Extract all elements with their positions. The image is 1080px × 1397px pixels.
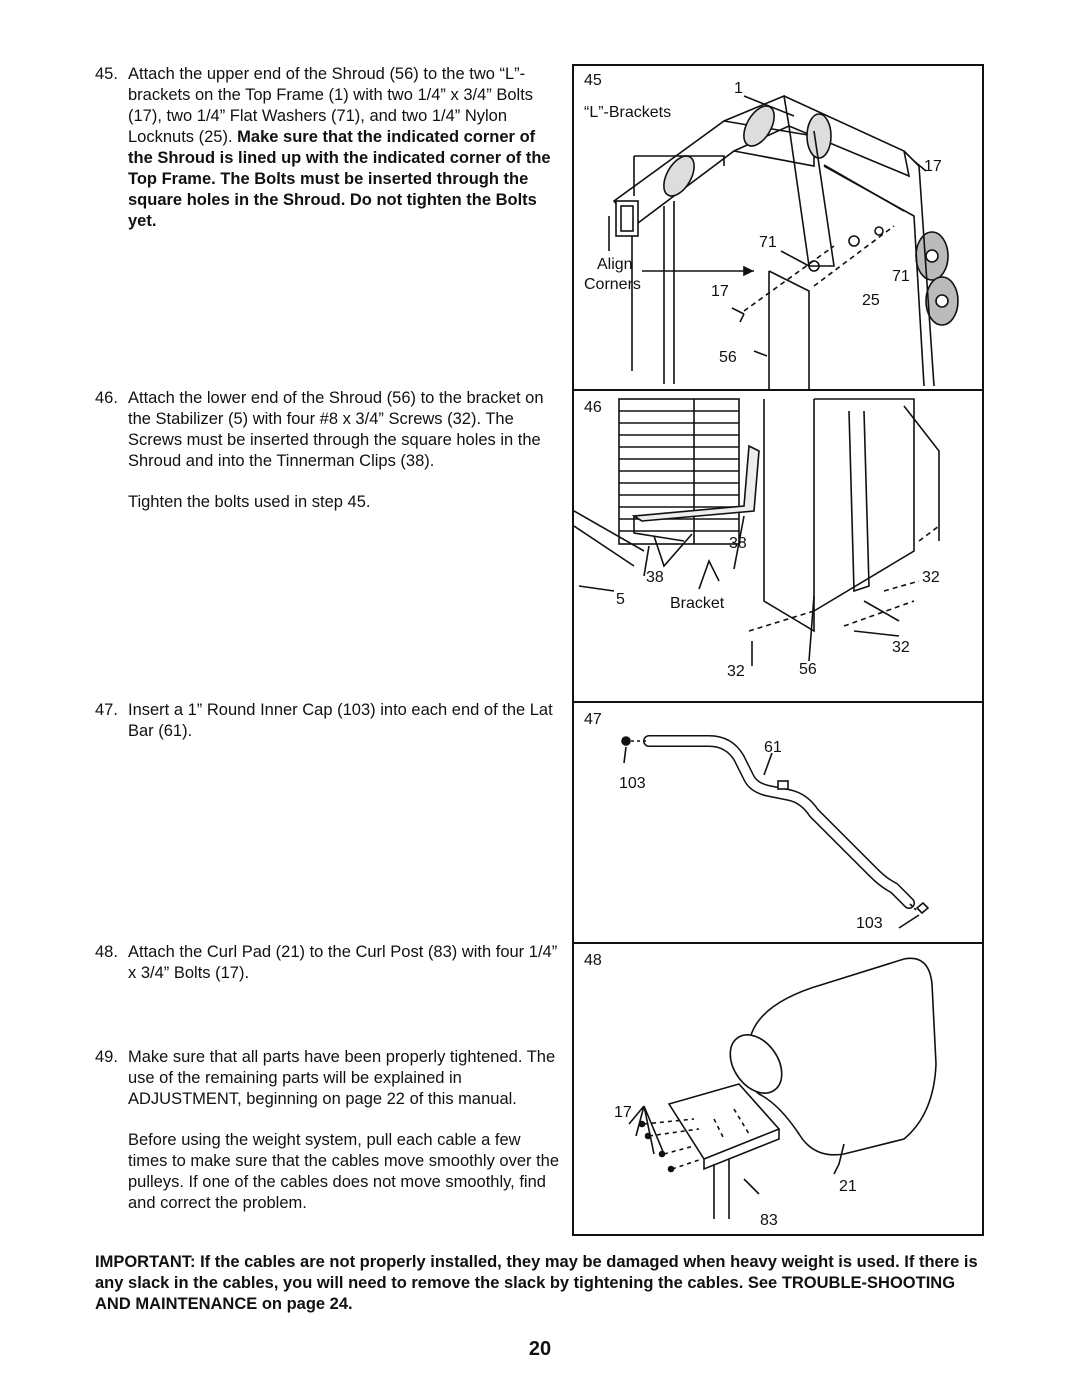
step-text: Attach the upper end of the Shroud (56) … bbox=[128, 64, 560, 232]
step-number: 46. bbox=[95, 389, 118, 407]
page-number: 20 bbox=[528, 1338, 552, 1360]
step-text: Attach the Curl Pad (21) to the Curl Pos… bbox=[128, 943, 558, 982]
figure-number: 48 bbox=[584, 952, 602, 969]
callout-label: 103 bbox=[856, 915, 883, 932]
figure-48: 48 17 21 83 bbox=[574, 944, 982, 1234]
callout-label: 1 bbox=[734, 80, 743, 97]
step-text: Attach the lower end of the Shroud (56) … bbox=[128, 389, 544, 470]
callout-label: 56 bbox=[719, 349, 737, 366]
step-number: 45. bbox=[95, 65, 118, 83]
callout-label: Bracket bbox=[670, 595, 725, 612]
callout-label: Corners bbox=[584, 276, 641, 293]
step-number: 47. bbox=[95, 701, 118, 719]
figure-45-drawing bbox=[608, 94, 959, 389]
callout-label: 21 bbox=[839, 1178, 857, 1195]
step-text: Insert a 1” Round Inner Cap (103) into e… bbox=[128, 701, 553, 740]
callout-label: 71 bbox=[892, 268, 910, 285]
callout-label: 17 bbox=[924, 158, 942, 175]
figure-46-drawing bbox=[574, 398, 940, 666]
step-46: 46. Attach the lower end of the Shroud (… bbox=[95, 388, 560, 513]
figure-46: 46 38 38 32 5 Bracket 32 32 56 bbox=[574, 391, 982, 703]
callout-label: 103 bbox=[619, 775, 646, 792]
callout-label: 61 bbox=[764, 739, 782, 756]
step-number: 48. bbox=[95, 943, 118, 961]
callout-label: 83 bbox=[760, 1212, 778, 1229]
figure-number: 45 bbox=[584, 72, 602, 89]
callout-label: 38 bbox=[646, 569, 664, 586]
important-note: IMPORTANT: If the cables are not properl… bbox=[95, 1253, 978, 1313]
callout-label: Align bbox=[597, 256, 633, 273]
figure-column: 45 1 “L”-Brackets 17 71 Align Corners 17… bbox=[572, 64, 984, 1236]
step-text-bold: Make sure that the indicated corner of t… bbox=[128, 128, 551, 230]
step-note: Tighten the bolts used in step 45. bbox=[128, 493, 371, 511]
callout-label: “L”-Brackets bbox=[584, 104, 672, 121]
callout-label: 32 bbox=[922, 569, 940, 586]
figure-47-drawing bbox=[621, 735, 930, 929]
figure-number: 47 bbox=[584, 711, 602, 728]
step-note: Before using the weight system, pull eac… bbox=[128, 1131, 560, 1212]
figure-number: 46 bbox=[584, 399, 602, 416]
callout-label: 56 bbox=[799, 661, 817, 678]
callout-label: 32 bbox=[892, 639, 910, 656]
step-47: 47. Insert a 1” Round Inner Cap (103) in… bbox=[95, 700, 560, 742]
step-48: 48. Attach the Curl Pad (21) to the Curl… bbox=[95, 942, 560, 984]
callout-label: 5 bbox=[616, 591, 625, 608]
step-number: 49. bbox=[95, 1048, 118, 1066]
callout-label: 32 bbox=[727, 663, 745, 680]
callout-label: 25 bbox=[862, 292, 880, 309]
step-text: Make sure that all parts have been prope… bbox=[128, 1048, 556, 1108]
figure-47: 47 61 103 103 bbox=[574, 703, 982, 944]
callout-label: 17 bbox=[614, 1104, 632, 1121]
figure-48-drawing bbox=[628, 957, 937, 1219]
callout-label: 38 bbox=[729, 535, 747, 552]
step-text-plain: Attach the upper end of the Shroud (56) … bbox=[128, 65, 534, 146]
callout-label: 17 bbox=[711, 283, 729, 300]
callout-label: 71 bbox=[759, 234, 777, 251]
step-49: 49. Make sure that all parts have been p… bbox=[95, 1047, 560, 1214]
step-45: 45. Attach the upper end of the Shroud (… bbox=[95, 64, 560, 232]
figure-45: 45 1 “L”-Brackets 17 71 Align Corners 17… bbox=[574, 66, 982, 391]
